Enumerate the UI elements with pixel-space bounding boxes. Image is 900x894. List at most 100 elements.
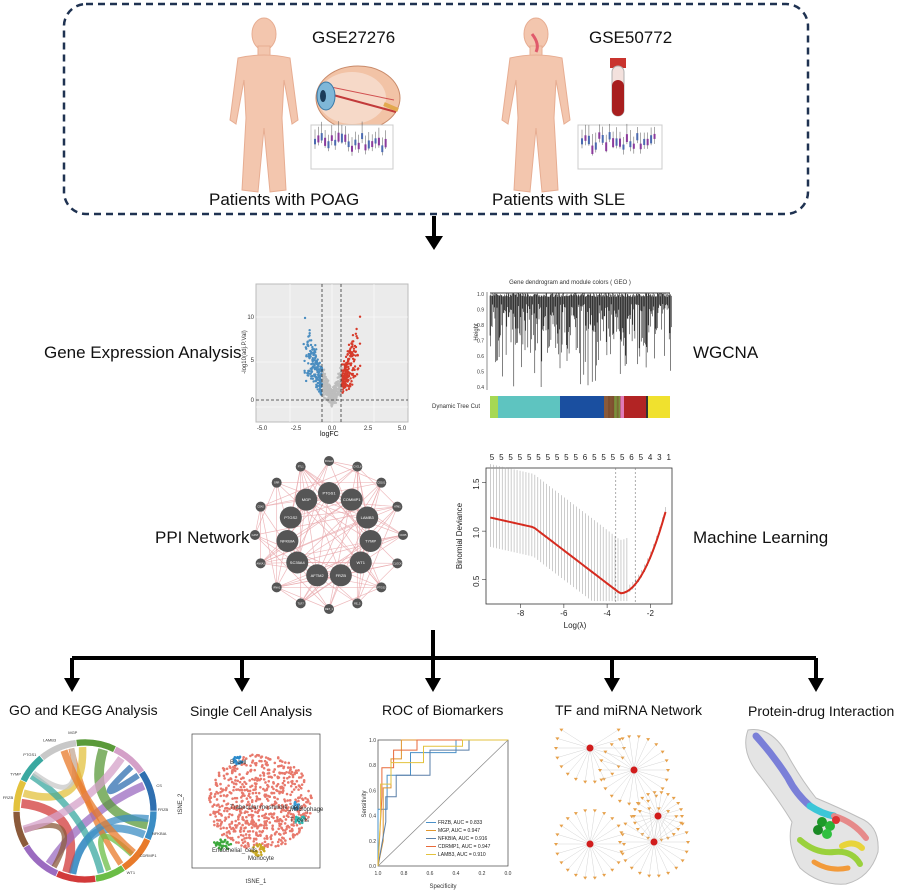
tsne-point <box>212 803 216 807</box>
tsne-point <box>293 772 296 776</box>
tsne-point <box>241 834 245 837</box>
tsne-point <box>238 761 242 764</box>
tsne-point <box>241 776 245 779</box>
tsne-point <box>249 807 252 811</box>
tsne-point <box>263 759 267 763</box>
network-edge <box>557 747 591 758</box>
lasso-xtick: -2 <box>647 609 655 618</box>
mirna-node <box>559 861 564 865</box>
tsne-point <box>308 811 312 815</box>
tsne-point <box>283 822 287 825</box>
volcano-point <box>329 400 332 403</box>
volcano-point <box>314 343 317 347</box>
tsne-point <box>270 791 274 795</box>
tsne-point <box>263 794 266 797</box>
tsne-point <box>259 834 262 837</box>
tsne-point <box>261 763 264 767</box>
dataset-id: GSE50772 <box>589 28 673 47</box>
ppi-node <box>392 558 403 569</box>
tsne-point <box>266 768 270 772</box>
network-edge <box>653 823 683 843</box>
mirna-node <box>632 821 637 825</box>
tsne-point <box>230 780 234 784</box>
mirna-node <box>629 866 634 870</box>
tsne-point <box>266 783 269 787</box>
volcano-point <box>303 369 306 373</box>
network-edge <box>653 810 669 843</box>
ppi-node-label: FCG2A <box>325 460 334 463</box>
network-edge <box>589 729 619 749</box>
volcano-point <box>307 362 310 365</box>
volcano-point <box>341 376 345 379</box>
mirna-node <box>684 850 689 854</box>
boxplot-box <box>361 133 364 140</box>
network-edge <box>639 810 655 843</box>
tsne-point <box>297 776 301 779</box>
mirna-node <box>559 765 564 769</box>
tsne-point <box>252 845 255 849</box>
network-edge <box>648 841 655 876</box>
ppi-node <box>356 506 379 529</box>
tsne-point <box>260 853 263 857</box>
tsne-point <box>277 827 280 831</box>
tsne-point <box>285 814 289 818</box>
tsne-point <box>219 787 223 790</box>
volcano-point <box>344 355 348 359</box>
mirna-node <box>646 793 651 797</box>
mirna-node <box>679 821 684 825</box>
volcano-point <box>349 377 352 380</box>
tsne-point <box>276 840 280 844</box>
volcano-plot: -log10(adj.P.Val) 0 5 10 -5.0 -2.5 0.0 2… <box>242 283 409 432</box>
boxplot-box <box>334 139 337 146</box>
tsne-point <box>275 830 278 834</box>
mirna-node <box>666 871 671 875</box>
ppi-node <box>255 558 266 569</box>
tsne-point <box>286 781 290 784</box>
tsne-point <box>302 780 306 784</box>
tsne-point <box>303 816 306 820</box>
volcano-point <box>319 382 322 385</box>
module-color-segment <box>610 396 612 418</box>
volcano-point <box>308 354 312 358</box>
tsne-point <box>277 806 281 809</box>
tsne-point <box>282 832 286 835</box>
tsne-point <box>283 761 287 764</box>
tsne-point <box>241 817 244 821</box>
boxplot-box <box>374 138 377 144</box>
tsne-point <box>288 775 291 779</box>
volcano-point <box>347 350 351 353</box>
tsne-point <box>228 812 231 816</box>
mirna-node <box>664 778 669 782</box>
mirna-node <box>647 807 652 811</box>
gene-expression-label: Gene Expression Analysis <box>44 343 242 362</box>
mirna-node <box>635 802 640 806</box>
tsne-point <box>226 840 229 844</box>
tsne-point <box>264 756 268 759</box>
boxplot-box <box>347 141 350 148</box>
ppi-edge <box>276 517 292 588</box>
network-edge <box>589 843 596 878</box>
volcano-point <box>328 394 331 397</box>
tsne-point <box>249 764 252 767</box>
network-edge <box>589 747 619 767</box>
tsne-point <box>282 815 286 819</box>
tsne-point <box>219 824 222 827</box>
tsne-point <box>258 759 261 763</box>
tsne-point <box>277 804 281 807</box>
tsne-point <box>235 824 239 827</box>
tsne-point <box>212 811 215 815</box>
roc-legend-entry: FRZB, AUC = 0.833 <box>438 820 483 826</box>
tsne-point <box>225 831 229 834</box>
tsne-point <box>293 782 297 786</box>
mirna-node <box>603 787 608 791</box>
network-edge <box>589 843 619 863</box>
branch-connector <box>64 630 824 692</box>
volcano-point <box>324 386 327 389</box>
tsne-point <box>290 818 294 822</box>
tsne-point <box>251 830 255 833</box>
tsne-point <box>286 776 289 780</box>
tsne-point <box>241 823 244 827</box>
mirna-node <box>592 876 597 880</box>
tsne-point <box>281 805 284 809</box>
network-edge <box>605 769 635 789</box>
